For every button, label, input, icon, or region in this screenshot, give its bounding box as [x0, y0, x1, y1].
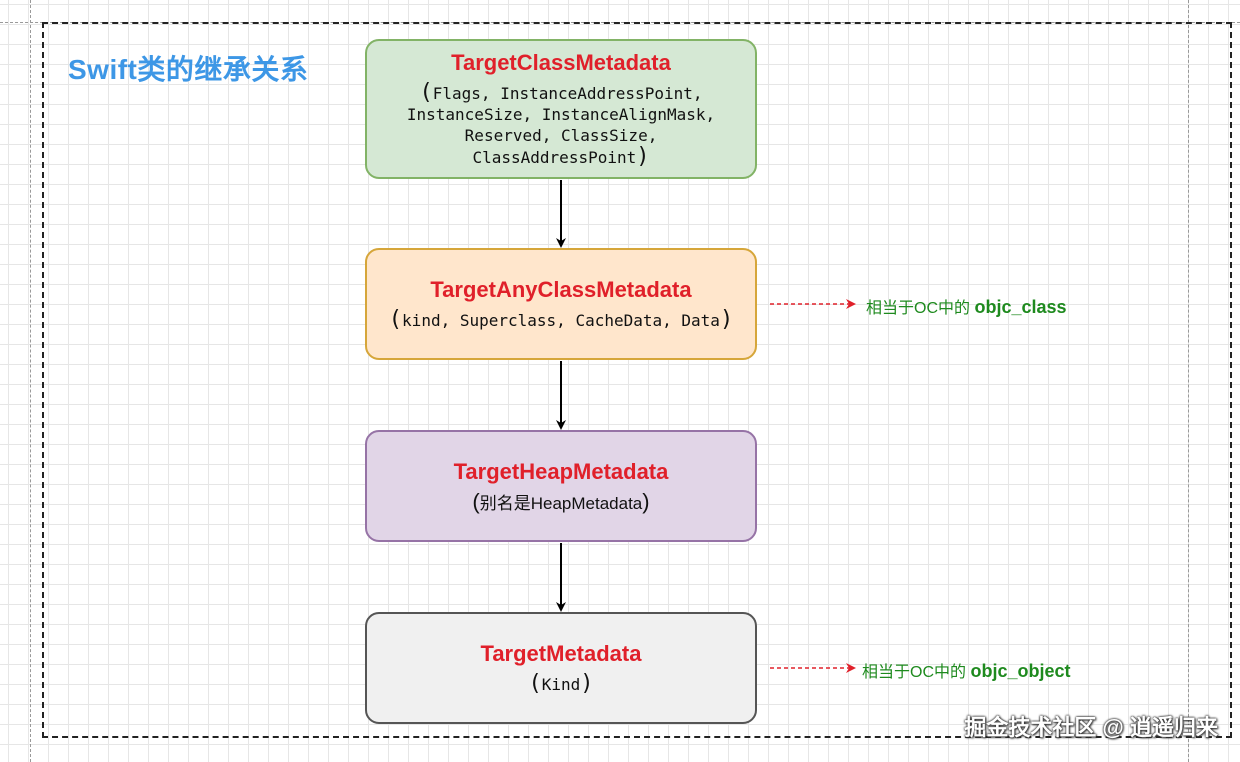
fields-text: 别名是HeapMetadata	[479, 493, 643, 513]
open-paren: (	[388, 307, 403, 332]
note-prefix: 相当于OC中的	[866, 300, 971, 317]
close-paren: )	[719, 307, 734, 332]
class-box-target-any-class-metadata: TargetAnyClassMetadata (kind, Superclass…	[365, 248, 757, 360]
fields-text: Flags, InstanceAddressPoint, InstanceSiz…	[406, 84, 716, 167]
guide-line-right	[1188, 0, 1189, 762]
note-term: objc_object	[970, 661, 1071, 681]
class-fields: (kind, Superclass, CacheData, Data)	[389, 309, 733, 331]
close-paren: )	[580, 671, 594, 696]
fields-text: kind, Superclass, CacheData, Data	[402, 311, 720, 330]
note-objc-object: 相当于OC中的 objc_object	[862, 658, 1071, 682]
class-name: TargetMetadata	[480, 641, 642, 666]
note-prefix: 相当于OC中的	[862, 664, 967, 681]
class-fields: (Flags, InstanceAddressPoint, InstanceSi…	[407, 82, 715, 168]
close-paren: )	[642, 488, 650, 514]
class-fields: (Kind)	[528, 673, 593, 695]
close-paren: )	[636, 144, 650, 169]
open-paren: (	[472, 488, 480, 514]
class-name: TargetHeapMetadata	[453, 458, 669, 484]
fields-text: Kind	[541, 675, 581, 694]
diagram-title: Swift类的继承关系	[68, 54, 309, 85]
class-name: TargetClassMetadata	[451, 50, 671, 75]
open-paren: (	[528, 671, 542, 696]
class-fields: (别名是HeapMetadata)	[472, 488, 650, 514]
open-paren: (	[419, 80, 433, 105]
class-box-target-class-metadata: TargetClassMetadata (Flags, InstanceAddr…	[365, 39, 757, 179]
diagram-frame	[42, 22, 1232, 738]
note-objc-class: 相当于OC中的 objc_class	[866, 294, 1067, 318]
class-box-target-heap-metadata: TargetHeapMetadata (别名是HeapMetadata)	[365, 430, 757, 542]
guide-line-left	[30, 0, 31, 762]
note-term: objc_class	[974, 297, 1067, 317]
watermark: 掘金技术社区 @ 逍遥归来	[964, 715, 1218, 740]
class-name: TargetAnyClassMetadata	[430, 277, 692, 302]
class-box-target-metadata: TargetMetadata (Kind)	[365, 612, 757, 724]
